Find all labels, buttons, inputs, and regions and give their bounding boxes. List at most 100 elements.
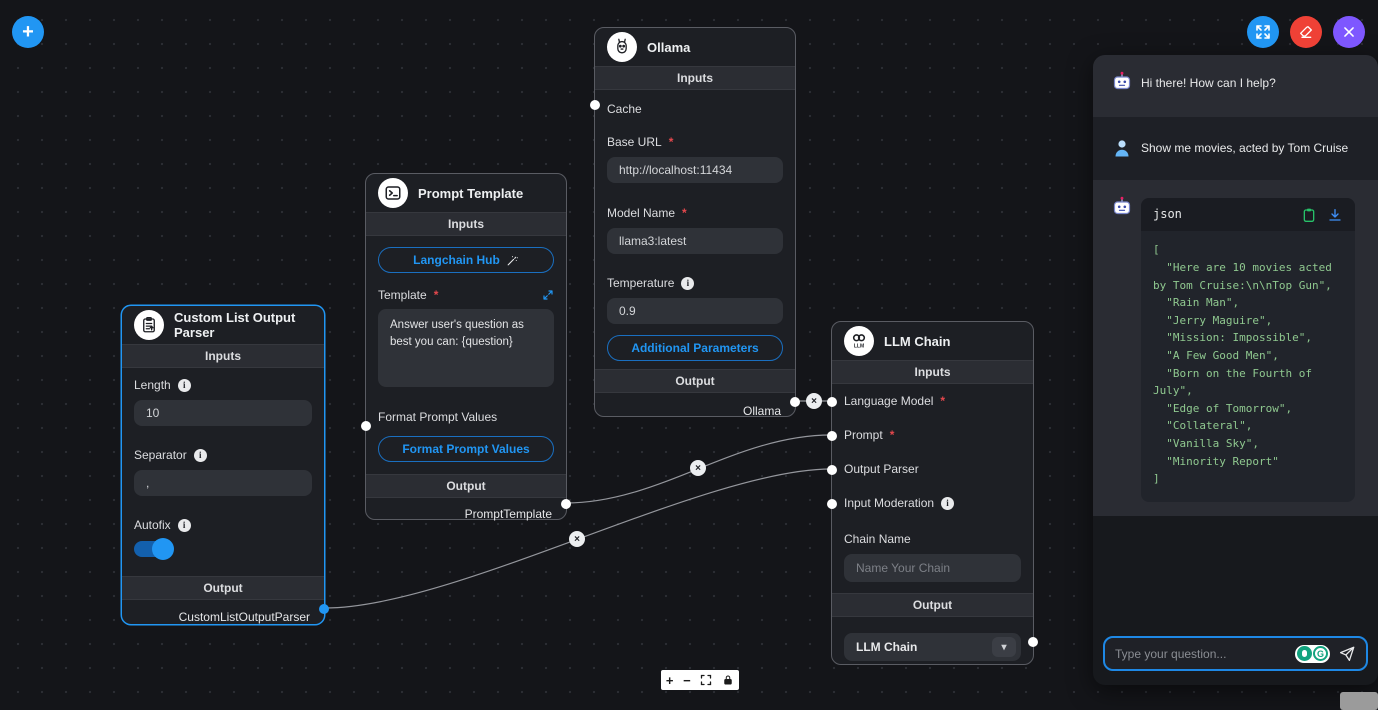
node-ollama[interactable]: Ollama Inputs Cache Base URL* http://loc…	[590, 27, 800, 418]
format-prompt-values-label: Format Prompt Values	[378, 410, 498, 424]
zoom-out-button[interactable]: −	[683, 672, 691, 688]
port-input-moderation-input[interactable]	[827, 499, 837, 509]
plus-icon: +	[22, 21, 34, 43]
node-llm-chain[interactable]: LLM LLM Chain Inputs Language Model* Pro…	[827, 321, 1038, 665]
user-message-text: Show me movies, acted by Tom Cruise	[1141, 140, 1349, 155]
autofix-label: Autofix i	[134, 517, 312, 533]
ollama-llama-icon	[607, 32, 637, 62]
code-language-label: json	[1153, 207, 1182, 221]
code-block: json [ "Here are 10 movies acted by Tom …	[1141, 198, 1355, 502]
node-title: LLM Chain	[884, 333, 951, 349]
output-section-header: Output	[832, 593, 1033, 617]
info-icon: i	[941, 496, 955, 510]
download-icon[interactable]	[1327, 207, 1343, 223]
port-customlistoutputparser-output[interactable]	[319, 604, 329, 614]
base-url-input[interactable]: http://localhost:11434	[607, 157, 783, 183]
llm-chain-output-select[interactable]: LLM Chain ▾	[844, 633, 1021, 661]
add-node-button[interactable]: +	[12, 16, 44, 48]
template-textarea[interactable]: Answer user's question as best you can: …	[378, 309, 554, 387]
clear-chat-button[interactable]	[1290, 16, 1322, 48]
chat-message-bot: Hi there! How can I help?	[1093, 55, 1378, 117]
port-prompttemplate-output[interactable]	[561, 499, 571, 509]
eraser-icon	[1298, 24, 1314, 40]
expand-chat-button[interactable]	[1247, 16, 1279, 48]
edge-delete-button[interactable]: ×	[690, 460, 706, 476]
chain-name-label: Chain Name	[844, 532, 911, 546]
chain-llm-icon: LLM	[844, 326, 874, 356]
chat-input-bar: Type your question... G	[1103, 636, 1368, 671]
info-icon: i	[681, 276, 695, 290]
output-section-header: Output	[122, 576, 324, 600]
node-prompt-template[interactable]: Prompt Template Inputs Langchain Hub Tem…	[361, 173, 571, 521]
port-cache-input[interactable]	[590, 100, 600, 110]
close-chat-button[interactable]	[1333, 16, 1365, 48]
customlistoutputparser-output-label: CustomListOutputParser	[178, 609, 310, 624]
port-format-prompt-values-input[interactable]	[361, 421, 371, 431]
chat-panel: Hi there! How can I help? Show me movies…	[1093, 55, 1378, 685]
edge-delete-button[interactable]: ×	[569, 531, 585, 547]
node-header[interactable]: Ollama	[595, 28, 795, 66]
langchain-hub-button[interactable]: Langchain Hub	[378, 247, 554, 273]
language-model-label: Language Model*	[844, 394, 946, 408]
output-section-header: Output	[595, 369, 795, 393]
port-prompt-input[interactable]	[827, 431, 837, 441]
template-label: Template*	[378, 287, 554, 303]
model-name-input[interactable]: llama3:latest	[607, 228, 783, 254]
corner-overlay	[1340, 692, 1378, 710]
temperature-label: Temperature i	[607, 275, 783, 291]
length-input[interactable]: 10	[134, 400, 312, 426]
fit-view-button[interactable]	[700, 674, 712, 686]
output-parser-label: Output Parser	[844, 462, 919, 476]
edge-delete-button[interactable]: ×	[806, 393, 822, 409]
port-output-parser-input[interactable]	[827, 465, 837, 475]
input-moderation-label: Input Moderation i	[844, 486, 1021, 520]
lock-button[interactable]	[722, 674, 734, 686]
inputs-section-header: Inputs	[122, 344, 324, 368]
separator-input[interactable]: ,	[134, 470, 312, 496]
node-header[interactable]: Prompt Template	[366, 174, 566, 212]
svg-text:LLM: LLM	[854, 343, 864, 349]
node-header[interactable]: Custom List Output Parser	[122, 306, 324, 344]
autofix-toggle[interactable]	[134, 538, 174, 560]
port-language-model-input[interactable]	[827, 397, 837, 407]
format-prompt-values-button[interactable]: Format Prompt Values	[378, 436, 554, 462]
magic-wand-icon	[506, 254, 519, 267]
expand-arrows-icon	[1255, 24, 1271, 40]
ollama-output-label: Ollama	[742, 404, 781, 418]
bot-avatar-icon	[1109, 69, 1135, 95]
node-header[interactable]: LLM LLM Chain	[832, 322, 1033, 360]
close-icon	[1342, 25, 1356, 39]
node-title: Ollama	[647, 39, 691, 55]
output-section-header: Output	[366, 474, 566, 498]
info-icon: i	[177, 518, 191, 532]
copy-clipboard-icon[interactable]	[1301, 207, 1317, 223]
info-icon: i	[193, 448, 207, 462]
required-mark: *	[668, 135, 674, 149]
chain-name-input[interactable]: Name Your Chain	[844, 554, 1021, 582]
node-custom-list-output-parser[interactable]: Custom List Output Parser Inputs Length …	[121, 305, 329, 625]
node-title: Custom List Output Parser	[174, 310, 296, 340]
base-url-label: Base URL*	[607, 135, 674, 149]
lightbulb-icon	[1297, 646, 1312, 661]
grammar-g-icon: G	[1313, 646, 1328, 661]
inputs-section-header: Inputs	[832, 360, 1033, 384]
code-content: [ "Here are 10 movies acted by Tom Cruis…	[1153, 243, 1332, 486]
prompttemplate-output-label: PromptTemplate	[464, 506, 552, 521]
canvas-controls: + −	[661, 670, 739, 690]
required-mark: *	[889, 428, 895, 442]
zoom-in-button[interactable]: +	[665, 672, 674, 688]
port-llmchain-output[interactable]	[1028, 637, 1038, 647]
additional-parameters-button[interactable]: Additional Parameters	[607, 335, 783, 361]
chat-question-input[interactable]: Type your question...	[1115, 646, 1227, 661]
port-ollama-output[interactable]	[790, 397, 800, 407]
inputs-section-header: Inputs	[595, 66, 795, 90]
model-name-label: Model Name*	[607, 206, 687, 220]
cache-label: Cache	[607, 102, 642, 116]
required-mark: *	[433, 288, 439, 302]
send-message-button[interactable]	[1338, 645, 1356, 663]
required-mark: *	[940, 394, 946, 408]
expand-editor-icon[interactable]	[542, 289, 554, 301]
list-parser-icon	[134, 310, 164, 340]
inputs-section-header: Inputs	[366, 212, 566, 236]
temperature-input[interactable]: 0.9	[607, 298, 783, 324]
